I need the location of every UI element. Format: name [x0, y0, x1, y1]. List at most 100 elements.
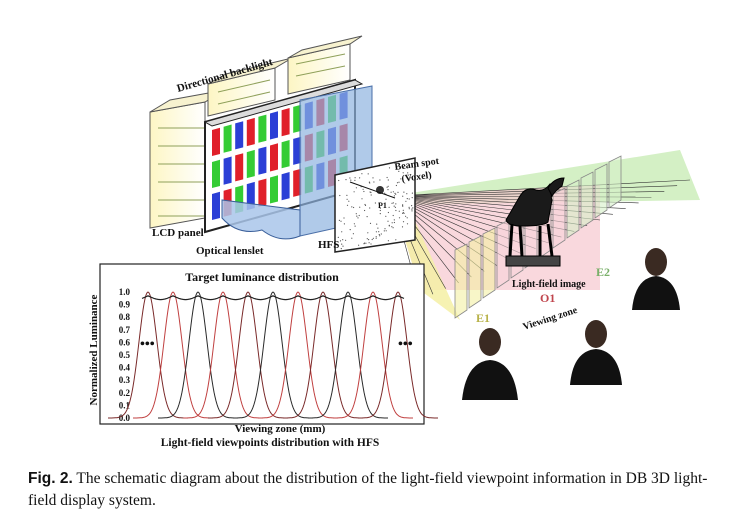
- speckle-dot: [385, 216, 386, 217]
- speckle-dot: [367, 232, 368, 233]
- speckle-dot: [359, 177, 360, 178]
- speckle-dot: [395, 210, 396, 211]
- speckle-dot: [393, 227, 394, 228]
- lcd-subpixel: [270, 111, 278, 139]
- speckle-dot: [402, 206, 403, 207]
- speckle-dot: [354, 191, 355, 192]
- speckle-dot: [339, 220, 340, 221]
- speckle-dot: [369, 207, 370, 208]
- label-p1: P1: [378, 201, 387, 210]
- speckle-dot: [412, 207, 413, 208]
- speckle-dot: [351, 238, 352, 239]
- speckle-dot: [365, 205, 366, 206]
- speckle-dot: [393, 191, 394, 192]
- speckle-dot: [402, 213, 403, 214]
- speckle-dot: [377, 228, 378, 229]
- speckle-dot: [391, 192, 392, 193]
- speckle-dot: [365, 243, 366, 244]
- viewing-zone-panel: [483, 228, 495, 298]
- speckle-dot: [370, 243, 371, 244]
- speckle-dot: [403, 221, 404, 222]
- speckle-dot: [387, 187, 388, 188]
- figure-caption: Fig. 2. The schematic diagram about the …: [28, 468, 728, 512]
- caption-text: The schematic diagram about the distribu…: [28, 470, 707, 509]
- viewer-e2: [632, 248, 680, 310]
- label-e2: E2: [596, 265, 610, 279]
- speckle-dot: [344, 223, 345, 224]
- speckle-dot: [409, 207, 410, 208]
- ellipsis-left: •••: [140, 337, 155, 352]
- speckle-dot: [379, 179, 380, 180]
- y-tick-label: 1.0: [119, 287, 131, 297]
- speckle-dot: [389, 207, 390, 208]
- speckle-dot: [406, 193, 407, 194]
- lcd-subpixel: [224, 125, 232, 153]
- speckle-dot: [353, 233, 354, 234]
- speckle-dot: [361, 173, 362, 174]
- speckle-dot: [386, 230, 387, 231]
- speckle-dot: [405, 216, 406, 217]
- ellipsis-right: •••: [398, 337, 413, 352]
- speckle-dot: [394, 193, 395, 194]
- lcd-subpixel: [258, 147, 266, 175]
- speckle-dot: [346, 195, 347, 196]
- speckle-dot: [411, 209, 412, 210]
- speckle-dot: [350, 180, 351, 181]
- speckle-dot: [387, 189, 388, 190]
- speckle-dot: [412, 197, 413, 198]
- speckle-dot: [380, 213, 381, 214]
- lcd-subpixel: [235, 153, 243, 181]
- y-tick-label: 0.8: [119, 312, 131, 322]
- speckle-dot: [341, 231, 342, 232]
- speckle-dot: [384, 193, 385, 194]
- label-beam-spot: Beam spot: [394, 156, 440, 173]
- speckle-dot: [403, 210, 404, 211]
- speckle-dot: [376, 236, 377, 237]
- speckle-dot: [403, 192, 404, 193]
- label-viewing-zone: Viewing zone: [522, 305, 580, 333]
- speckle-dot: [349, 177, 350, 178]
- speckle-dot: [402, 204, 403, 205]
- lcd-subpixel: [270, 175, 278, 203]
- chart-subtitle: Light-field viewpoints distribution with…: [161, 437, 380, 449]
- speckle-dot: [379, 235, 380, 236]
- speckle-dot: [355, 177, 356, 178]
- speckle-dot: [359, 215, 360, 216]
- speckle-dot: [407, 217, 408, 218]
- speckle-dot: [358, 245, 359, 246]
- speckle-dot: [345, 240, 346, 241]
- speckle-dot: [399, 217, 400, 218]
- speckle-dot: [339, 195, 340, 196]
- speckle-dot: [338, 180, 339, 181]
- speckle-dot: [373, 181, 374, 182]
- speckle-dot: [394, 219, 395, 220]
- label-o1: O1: [540, 291, 555, 305]
- speckle-dot: [367, 238, 368, 239]
- speckle-dot: [388, 186, 389, 187]
- beam-spot-screen: [335, 158, 415, 252]
- speckle-dot: [391, 226, 392, 227]
- speckle-dot: [369, 182, 370, 183]
- speckle-dot: [370, 223, 371, 224]
- speckle-dot: [411, 210, 412, 211]
- speckle-dot: [343, 217, 344, 218]
- speckle-dot: [389, 167, 390, 168]
- speckle-dot: [373, 238, 374, 239]
- speckle-dot: [384, 230, 385, 231]
- speckle-dot: [397, 192, 398, 193]
- speckle-dot: [368, 239, 369, 240]
- viewing-zone-panel: [567, 180, 579, 238]
- speckle-dot: [356, 216, 357, 217]
- lcd-subpixel: [258, 179, 266, 207]
- speckle-dot: [412, 193, 413, 194]
- speckle-dot: [393, 202, 394, 203]
- speckle-dot: [388, 179, 389, 180]
- speckle-dot: [348, 201, 349, 202]
- speckle-dot: [370, 191, 371, 192]
- viewing-zone-panel: [595, 164, 607, 218]
- lcd-subpixel: [282, 140, 290, 168]
- speckle-dot: [375, 202, 376, 203]
- speckle-dot: [345, 179, 346, 180]
- lcd-subpixel: [258, 115, 266, 143]
- speckle-dot: [372, 177, 373, 178]
